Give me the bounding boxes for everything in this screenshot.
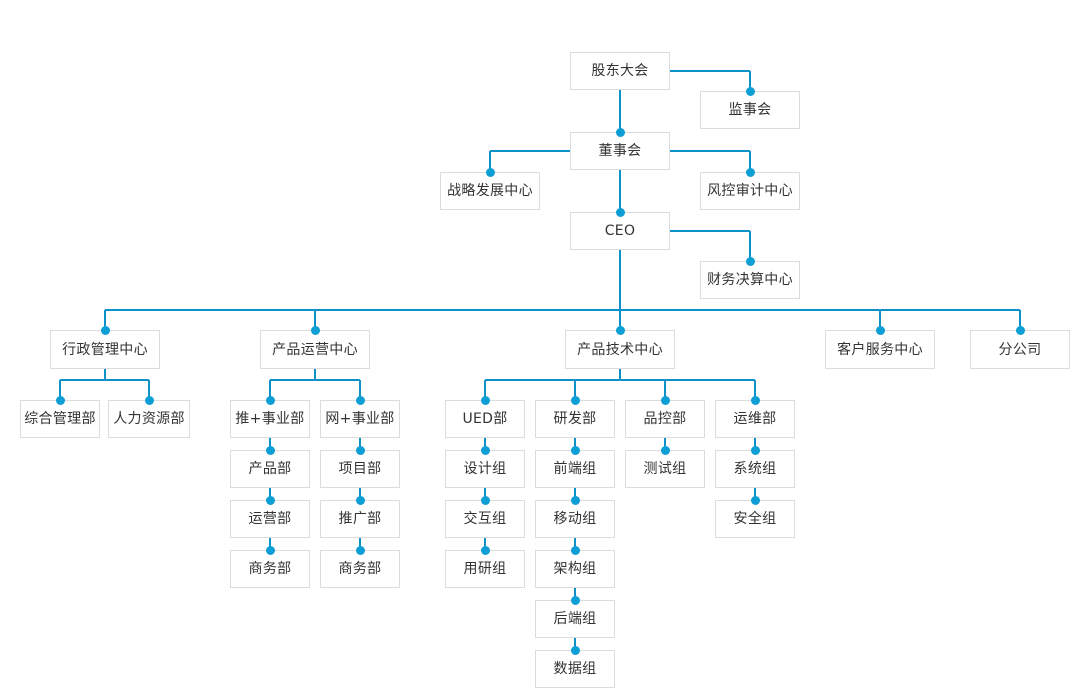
connector-dot-icon xyxy=(570,395,580,405)
connector-dot-icon xyxy=(570,545,580,555)
org-node-n11[interactable]: 客户服务中心 xyxy=(825,330,935,369)
org-node-n37[interactable]: 数据组 xyxy=(535,650,615,688)
org-node-n18[interactable]: 项目部 xyxy=(320,450,400,488)
connector-dot-icon xyxy=(750,445,760,455)
connector-dot-icon xyxy=(875,325,885,335)
connector-dot-icon xyxy=(745,256,755,266)
connector-dot-icon xyxy=(310,325,320,335)
connector-dot-icon xyxy=(480,445,490,455)
connector-dot-icon xyxy=(615,207,625,217)
org-node-n20[interactable]: 推广部 xyxy=(320,500,400,538)
connector-dot-icon xyxy=(55,395,65,405)
org-node-n1[interactable]: 股东大会 xyxy=(570,52,670,90)
org-node-n35[interactable]: 架构组 xyxy=(535,550,615,588)
connector-dot-icon xyxy=(615,127,625,137)
connector-dot-icon xyxy=(745,167,755,177)
org-node-n15[interactable]: 推+事业部 xyxy=(230,400,310,438)
connector-dot-icon xyxy=(570,495,580,505)
org-node-n36[interactable]: 后端组 xyxy=(535,600,615,638)
connector-dot-icon xyxy=(615,325,625,335)
org-node-n6[interactable]: CEO xyxy=(570,212,670,250)
org-node-n34[interactable]: 用研组 xyxy=(445,550,525,588)
org-node-n26[interactable]: 运维部 xyxy=(715,400,795,438)
org-node-n21[interactable]: 商务部 xyxy=(230,550,310,588)
org-node-n24[interactable]: 研发部 xyxy=(535,400,615,438)
org-node-n12[interactable]: 分公司 xyxy=(970,330,1070,369)
connector-dot-icon xyxy=(355,495,365,505)
org-node-n17[interactable]: 产品部 xyxy=(230,450,310,488)
connector-dot-icon xyxy=(265,495,275,505)
connector-dot-icon xyxy=(355,395,365,405)
connector-dot-icon xyxy=(660,445,670,455)
org-node-n23[interactable]: UED部 xyxy=(445,400,525,438)
org-node-n28[interactable]: 前端组 xyxy=(535,450,615,488)
org-node-n32[interactable]: 移动组 xyxy=(535,500,615,538)
org-node-n8[interactable]: 行政管理中心 xyxy=(50,330,160,369)
org-node-n22[interactable]: 商务部 xyxy=(320,550,400,588)
connector-dot-icon xyxy=(355,545,365,555)
connector-dot-icon xyxy=(570,645,580,655)
org-node-n25[interactable]: 品控部 xyxy=(625,400,705,438)
connector-dot-icon xyxy=(660,395,670,405)
connector-dot-icon xyxy=(144,395,154,405)
org-node-n13[interactable]: 综合管理部 xyxy=(20,400,100,438)
connector-dot-icon xyxy=(480,495,490,505)
org-node-n19[interactable]: 运营部 xyxy=(230,500,310,538)
org-node-n7[interactable]: 财务决算中心 xyxy=(700,261,800,299)
org-node-n29[interactable]: 测试组 xyxy=(625,450,705,488)
org-node-n9[interactable]: 产品运营中心 xyxy=(260,330,370,369)
connector-dot-icon xyxy=(265,445,275,455)
org-node-n4[interactable]: 战略发展中心 xyxy=(440,172,540,210)
org-node-n16[interactable]: 网+事业部 xyxy=(320,400,400,438)
org-node-n27[interactable]: 设计组 xyxy=(445,450,525,488)
org-node-n30[interactable]: 系统组 xyxy=(715,450,795,488)
connector-dot-icon xyxy=(355,445,365,455)
org-node-n33[interactable]: 安全组 xyxy=(715,500,795,538)
org-node-n10[interactable]: 产品技术中心 xyxy=(565,330,675,369)
connector-dot-icon xyxy=(265,395,275,405)
connector-dot-icon xyxy=(750,495,760,505)
connector-dot-icon xyxy=(100,325,110,335)
connector-dot-icon xyxy=(1015,325,1025,335)
connector-dot-icon xyxy=(750,395,760,405)
connector-dot-icon xyxy=(570,595,580,605)
connector-dot-icon xyxy=(480,395,490,405)
org-node-n14[interactable]: 人力资源部 xyxy=(108,400,190,438)
org-node-n3[interactable]: 董事会 xyxy=(570,132,670,170)
connector-dot-icon xyxy=(480,545,490,555)
connector-dot-icon xyxy=(485,167,495,177)
connector-dot-icon xyxy=(745,86,755,96)
connector-dot-icon xyxy=(265,545,275,555)
org-node-n31[interactable]: 交互组 xyxy=(445,500,525,538)
org-node-n5[interactable]: 风控审计中心 xyxy=(700,172,800,210)
connector-dot-icon xyxy=(570,445,580,455)
org-node-n2[interactable]: 监事会 xyxy=(700,91,800,129)
